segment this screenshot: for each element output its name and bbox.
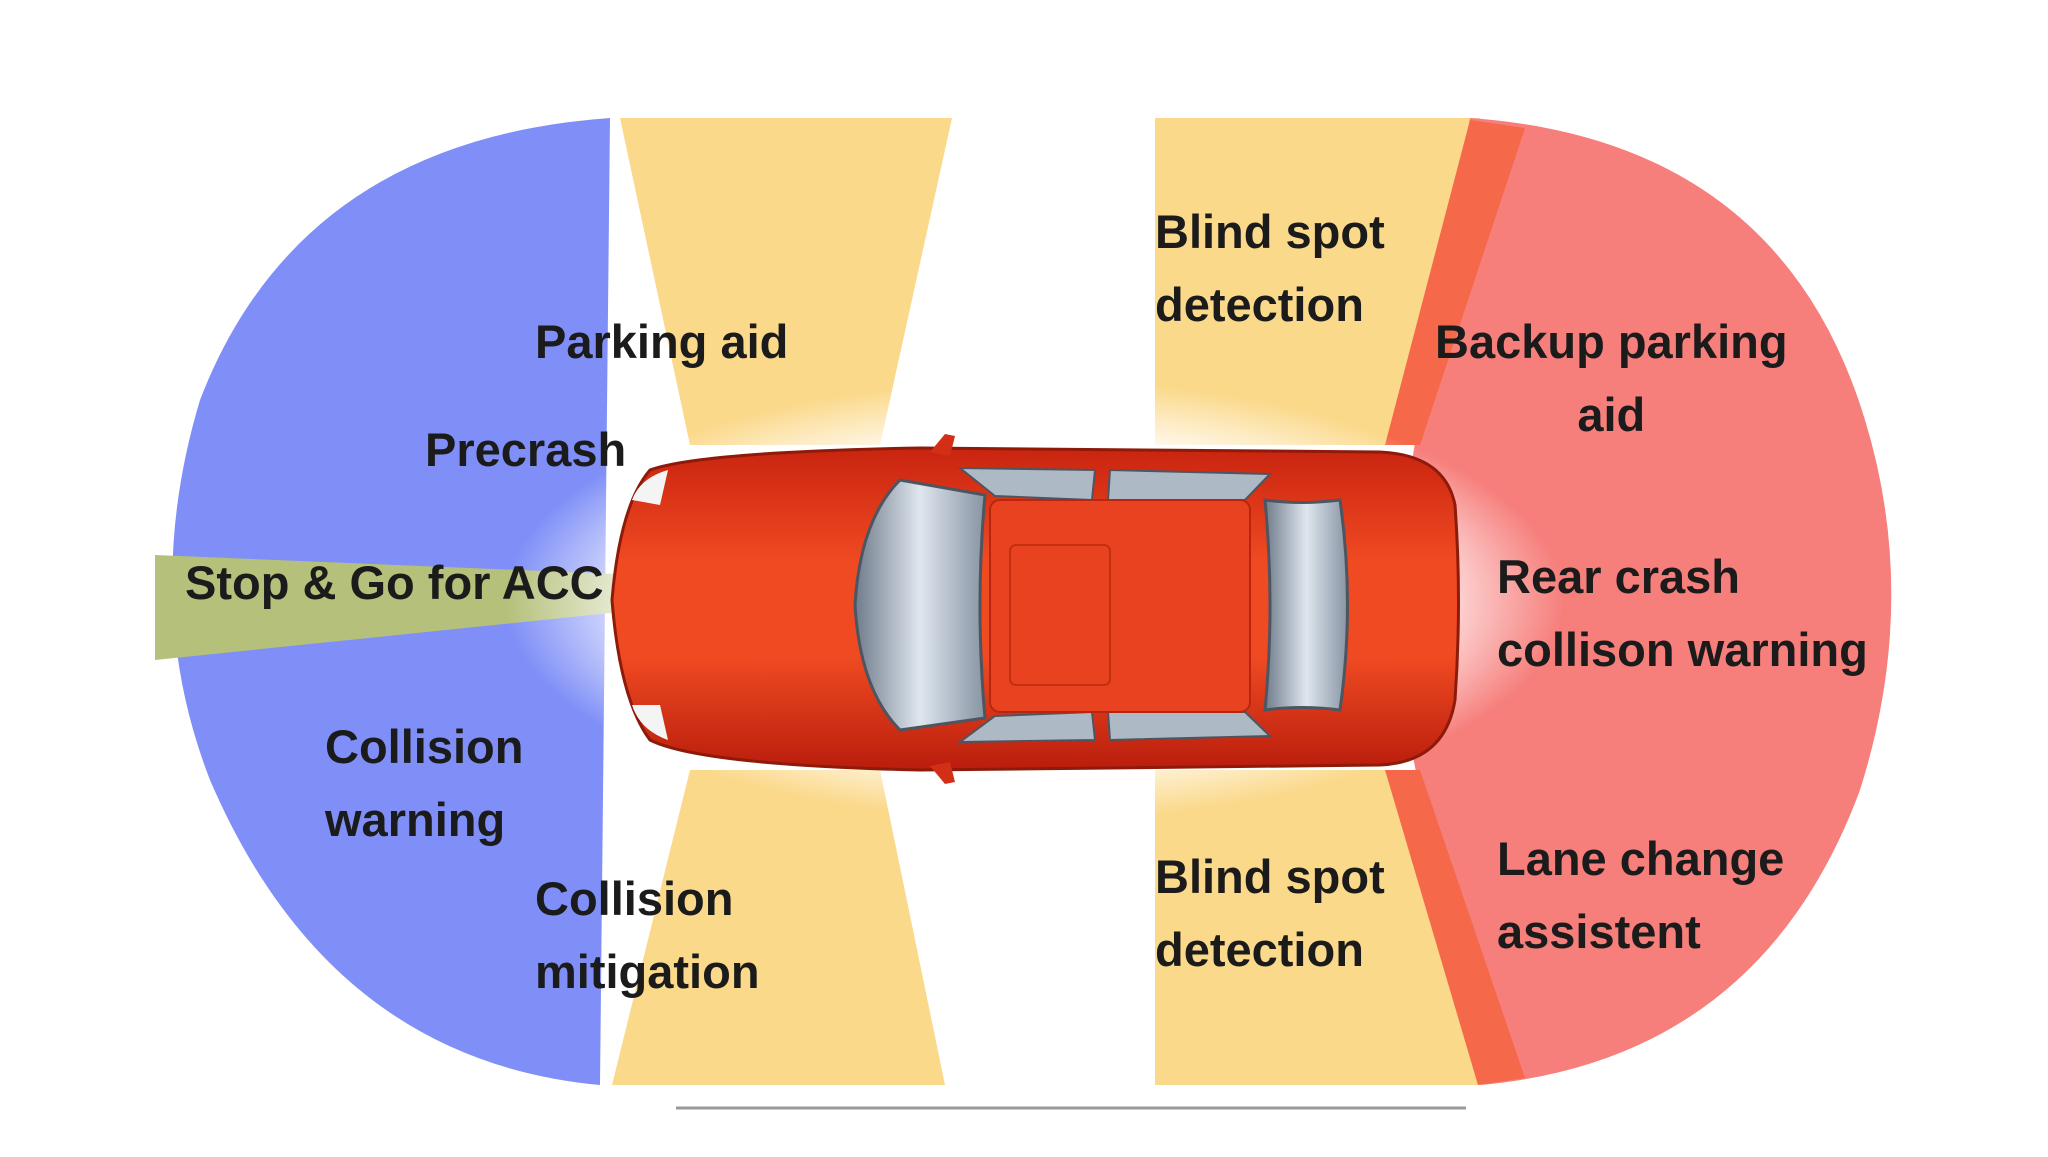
label-lane-change-assistent: Lane change assistent <box>1497 822 1784 968</box>
label-precrash: Precrash <box>425 413 626 486</box>
label-line: aid <box>1577 388 1646 441</box>
rear-wedge-bottom <box>1385 770 1525 1085</box>
car-windshield <box>853 478 987 732</box>
label-line: Stop & Go for ACC <box>185 556 604 609</box>
label-collision-warning: Collision warning <box>325 710 523 856</box>
rear-coverage-zone <box>1385 118 1892 1085</box>
label-line: Blind spot <box>1155 850 1385 903</box>
label-line: detection <box>1155 923 1364 976</box>
label-line: collison warning <box>1497 623 1868 676</box>
label-blind-spot-top: Blind spot detection <box>1155 195 1385 341</box>
side-zone-front-top <box>620 118 952 445</box>
car-headlight-top <box>632 470 668 505</box>
label-line: detection <box>1155 278 1364 331</box>
car-headlight-bottom <box>632 705 668 740</box>
label-line: Precrash <box>425 423 627 476</box>
label-line: Blind spot <box>1155 205 1385 258</box>
label-line: Lane change <box>1497 832 1785 885</box>
car-side-window-bottom-rear <box>1106 711 1273 742</box>
label-parking-aid: Parking aid <box>535 305 788 378</box>
label-line: Backup parking <box>1435 315 1788 368</box>
label-line: mitigation <box>535 945 760 998</box>
label-line: Collision <box>535 872 734 925</box>
side-zone-rear-bottom <box>1155 770 1480 1085</box>
side-zone-front-bottom <box>612 770 945 1085</box>
car-rear-window <box>1263 498 1349 712</box>
car-mirror-top <box>930 434 955 456</box>
rear-wedge-top <box>1385 120 1525 445</box>
label-line: Collision <box>325 720 524 773</box>
label-collision-mitigation: Collision mitigation <box>535 862 760 1008</box>
label-line: assistent <box>1497 905 1701 958</box>
car-top-view <box>610 434 1460 784</box>
car-roof <box>989 499 1251 713</box>
label-line: warning <box>325 793 506 846</box>
label-backup-parking-aid: Backup parking aid <box>1435 305 1788 451</box>
car-side-window-top-rear <box>1106 468 1273 501</box>
label-stop-go-acc: Stop & Go for ACC <box>185 546 604 619</box>
car-sunroof <box>1009 544 1111 686</box>
label-line: Parking aid <box>535 315 789 368</box>
label-blind-spot-bottom: Blind spot detection <box>1155 840 1385 986</box>
label-rear-crash-warning: Rear crash collison warning <box>1497 540 1868 686</box>
car-mirror-bottom <box>930 762 955 784</box>
side-zone-rear-top <box>1155 118 1480 445</box>
label-line: Rear crash <box>1497 550 1740 603</box>
